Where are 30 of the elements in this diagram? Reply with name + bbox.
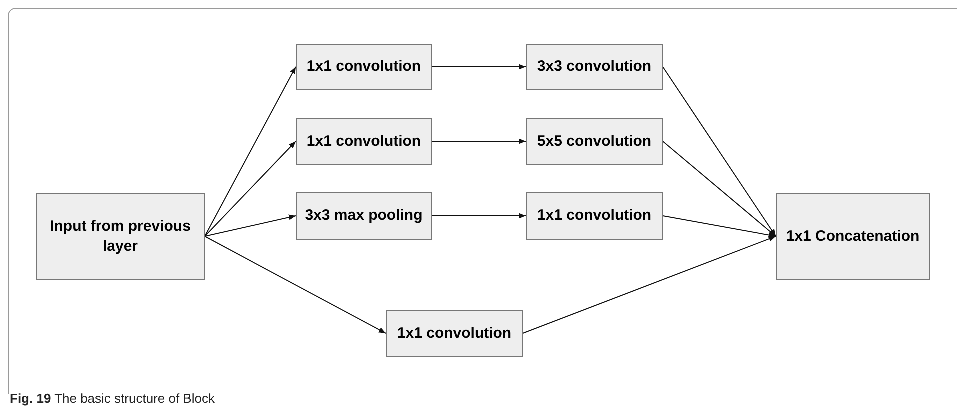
- box-label: 3x3 convolution: [537, 57, 652, 77]
- process-box: [386, 310, 523, 357]
- process-box: [36, 193, 205, 280]
- arrow: [204, 214, 296, 237]
- process-box: [776, 193, 930, 280]
- box-label: 3x3 max pooling: [305, 206, 423, 226]
- arrow: [432, 138, 526, 144]
- arrow: [662, 216, 776, 238]
- process-box: [526, 118, 663, 165]
- arrow: [662, 66, 776, 237]
- caption: Fig. 19 The basic structure of Block: [10, 390, 215, 408]
- arrow: [432, 64, 526, 70]
- arrow: [432, 213, 526, 219]
- box-label: 1x1 convolution: [306, 57, 422, 77]
- arrow: [204, 141, 296, 237]
- box-label: 1x1 convolution: [537, 206, 652, 226]
- arrow: [522, 236, 776, 334]
- box-label: 1x1 convolution: [306, 132, 422, 152]
- box-label: 1x1 convolution: [397, 324, 512, 344]
- process-box: [296, 118, 432, 165]
- process-box: [526, 44, 663, 90]
- arrow: [662, 141, 776, 237]
- box-label: 1x1 Concatenation: [786, 226, 920, 246]
- arrow: [204, 66, 296, 237]
- process-box: [296, 44, 432, 90]
- process-box: [526, 192, 663, 240]
- arrow: [204, 236, 386, 334]
- box-label: 5x5 convolution: [537, 132, 652, 152]
- process-box: [296, 192, 432, 240]
- box-label: Input from previous layer: [49, 216, 192, 256]
